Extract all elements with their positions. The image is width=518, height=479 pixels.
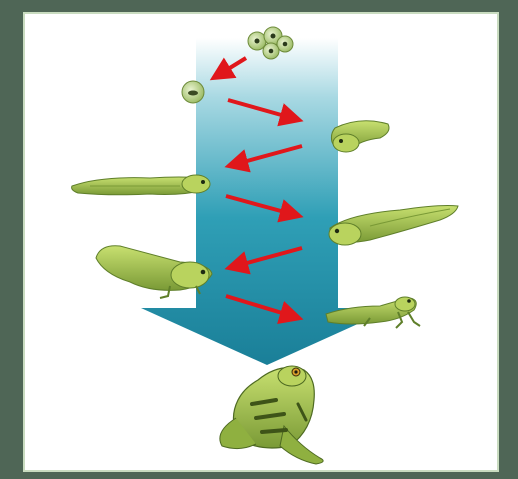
- tadpole-with-hind-legs-stage: [329, 206, 458, 246]
- adult-frog-stage: [220, 366, 323, 464]
- embryo-stage: [182, 81, 204, 103]
- tadpole-with-four-legs-stage: [96, 246, 212, 298]
- tadpole-stage: [72, 175, 210, 195]
- froglet-stage: [326, 297, 420, 328]
- hatchling-tadpole-stage: [331, 121, 389, 152]
